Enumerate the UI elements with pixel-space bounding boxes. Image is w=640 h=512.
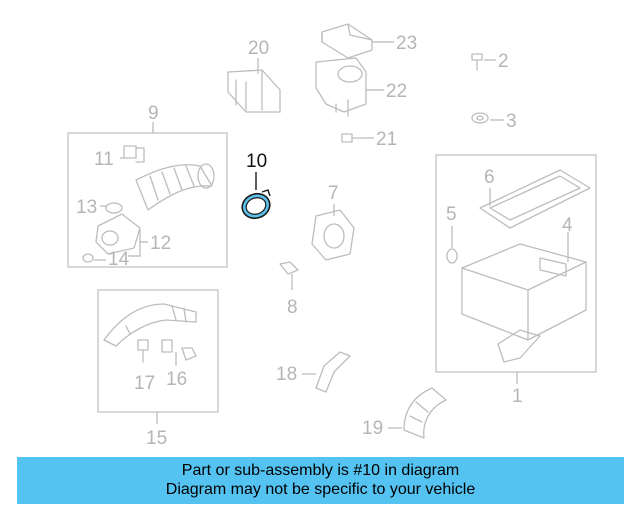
part-17-drawing <box>137 339 149 363</box>
parts-diagram: 20 23 2 22 3 9 21 10 11 6 7 13 5 4 12 14… <box>67 23 597 449</box>
callout-14: 14 <box>108 249 130 270</box>
callout-16: 16 <box>166 369 187 390</box>
callout-15: 15 <box>146 428 167 449</box>
part-19-drawing <box>388 387 447 439</box>
part-14-drawing <box>82 253 106 263</box>
callout-12: 12 <box>150 233 171 254</box>
callout-7: 7 <box>328 183 339 204</box>
callout-21: 21 <box>376 129 397 150</box>
callout-3: 3 <box>506 111 517 132</box>
part-22-drawing <box>315 57 384 117</box>
callout-22: 22 <box>386 81 407 102</box>
part-4-drawing <box>461 232 587 363</box>
callout-6: 6 <box>484 167 495 188</box>
callout-11: 11 <box>94 149 114 170</box>
callout-2: 2 <box>498 51 509 72</box>
callout-4: 4 <box>562 215 573 236</box>
callout-13: 13 <box>76 197 97 218</box>
callout-5: 5 <box>446 204 457 225</box>
part-11-drawing <box>120 145 145 163</box>
group-box-15 <box>97 289 219 413</box>
part-12-drawing <box>95 213 148 257</box>
part-6-drawing <box>479 169 591 229</box>
part-2-drawing <box>471 53 496 71</box>
part-7-drawing <box>311 204 355 261</box>
banner-line-disclaimer: Diagram may not be specific to your vehi… <box>165 481 476 498</box>
callout-23: 23 <box>396 33 417 54</box>
banner-line-part: Part or sub-assembly is #10 in diagram <box>181 462 460 479</box>
part-21-drawing <box>341 133 374 143</box>
part-3-drawing <box>471 112 504 124</box>
info-banner: Part or sub-assembly is #10 in diagram D… <box>17 457 624 504</box>
callout-18: 18 <box>276 364 297 385</box>
callout-9: 9 <box>148 103 159 124</box>
part-18-drawing <box>302 351 351 393</box>
part-8-drawing <box>279 261 299 290</box>
part-13-drawing <box>100 202 123 214</box>
group-box-1 <box>435 154 597 373</box>
callout-8: 8 <box>287 297 298 318</box>
callout-17: 17 <box>134 373 155 394</box>
callout-20: 20 <box>248 38 269 59</box>
intake-hose-drawing <box>135 163 215 211</box>
intake-duct-drawing <box>103 303 197 347</box>
part-10-clamp <box>241 172 271 220</box>
callout-1: 1 <box>512 386 523 407</box>
part-20-drawing <box>227 58 281 113</box>
callout-10: 10 <box>246 151 267 172</box>
part-16-drawing <box>161 339 197 366</box>
part-23-drawing <box>321 23 394 59</box>
callout-19: 19 <box>362 418 383 439</box>
group-box-9 <box>67 132 228 268</box>
part-5-drawing <box>446 226 458 264</box>
